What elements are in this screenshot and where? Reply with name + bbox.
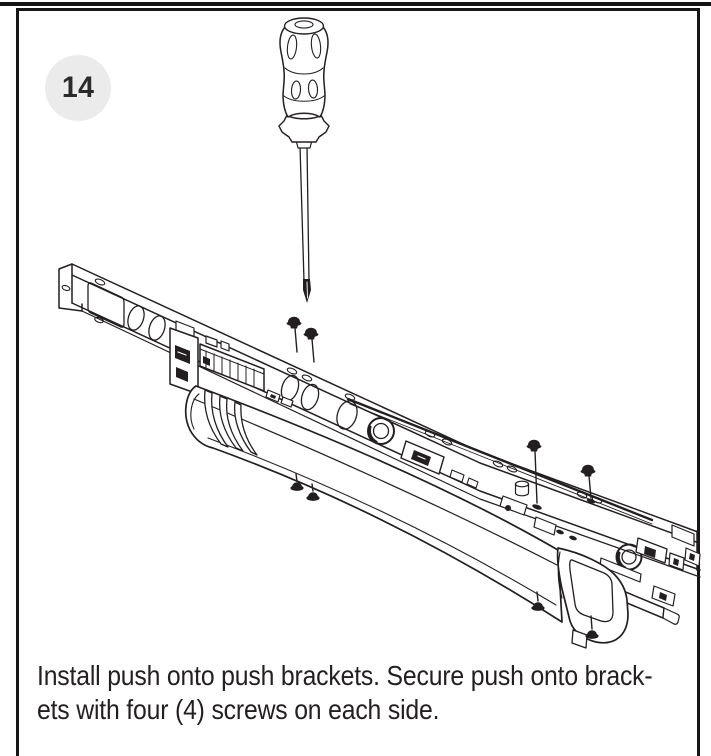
linkage-straps <box>203 389 258 456</box>
screw-icon <box>579 464 597 504</box>
screw-icon <box>584 615 600 640</box>
screwdriver-illustration <box>278 17 330 303</box>
screw-icon <box>302 327 320 363</box>
screw-icon <box>305 483 321 502</box>
mounting-screws <box>285 316 600 640</box>
instruction-line-1: Install push onto push brackets. Secure … <box>37 660 653 691</box>
top-rule <box>0 2 711 6</box>
step-frame <box>16 8 700 756</box>
screw-icon <box>525 439 543 510</box>
left-mechanism-illustration <box>169 320 265 395</box>
screw-icon <box>530 591 546 612</box>
push-pad-illustration <box>184 385 563 623</box>
instruction-text: Install push onto push brackets. Secure … <box>37 659 696 727</box>
end-cap-illustration <box>556 547 629 649</box>
screw-icon <box>289 473 305 492</box>
screw-icon <box>285 316 303 353</box>
rail-assembly-illustration <box>58 263 701 578</box>
step-number-badge: 14 <box>45 55 111 121</box>
instruction-line-2: ets with four (4) screws on each side. <box>37 694 440 725</box>
step-number: 14 <box>61 71 95 104</box>
